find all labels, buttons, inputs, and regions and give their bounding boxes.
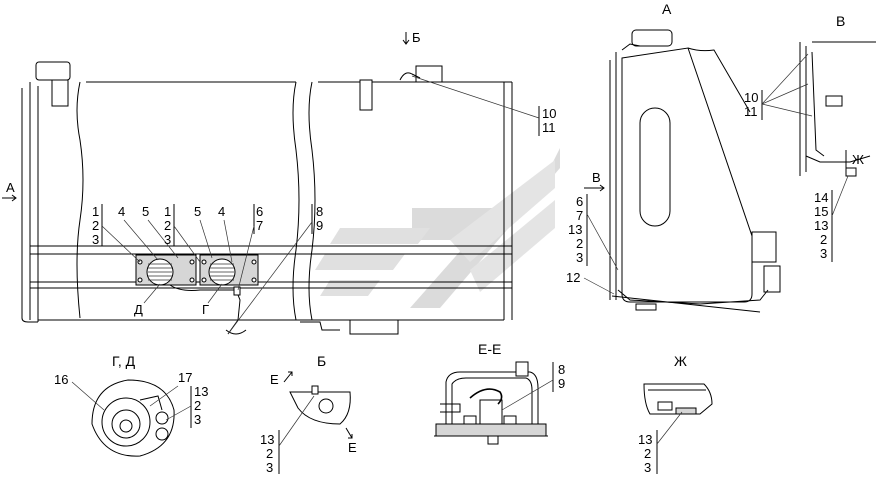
callout-main-5a: 5 <box>142 204 179 259</box>
svg-text:Ж: Ж <box>852 152 864 167</box>
callout-main-67: 6 7 <box>237 204 263 291</box>
view-arrow-b: Б <box>402 30 421 45</box>
svg-text:3: 3 <box>194 412 201 427</box>
svg-text:9: 9 <box>558 376 565 391</box>
bracket-detail-v <box>799 41 876 177</box>
callout-main-123-b: 1 2 3 <box>164 204 201 263</box>
svg-text:14: 14 <box>814 190 828 205</box>
svg-text:Е: Е <box>348 440 357 455</box>
callout-ee-stack: 8 9 <box>501 362 565 411</box>
callout-main-4b: 4 <box>218 204 233 263</box>
svg-text:2: 2 <box>820 232 827 247</box>
svg-text:13: 13 <box>194 384 208 399</box>
callout-main-1011: 10 11 <box>411 75 556 136</box>
svg-text:13: 13 <box>638 432 652 447</box>
watermark-logo <box>315 148 560 308</box>
svg-text:13: 13 <box>568 222 582 237</box>
level-sensor <box>415 65 443 83</box>
view-ee-title: Е-Е <box>478 341 501 357</box>
clamp-detail-zh <box>643 383 713 415</box>
view-zh-title: Ж <box>674 353 687 369</box>
svg-text:10: 10 <box>542 106 556 121</box>
svg-text:В: В <box>592 170 601 185</box>
svg-text:7: 7 <box>576 208 583 223</box>
svg-text:2: 2 <box>92 218 99 233</box>
svg-text:3: 3 <box>164 232 171 247</box>
marker-g: Г <box>202 302 209 317</box>
marker-zh: Ж <box>845 150 864 172</box>
callout-gd-16: 16 <box>54 372 105 411</box>
svg-text:5: 5 <box>142 204 149 219</box>
svg-text:5: 5 <box>194 204 201 219</box>
view-arrow-v: В <box>584 170 605 192</box>
view-b-title: Б <box>317 353 326 369</box>
svg-text:3: 3 <box>820 246 827 261</box>
callout-v-1011: 10 11 <box>744 53 813 120</box>
svg-text:17: 17 <box>178 370 192 385</box>
view-v-title: В <box>836 13 845 29</box>
callout-main-123-a: 1 2 3 <box>92 204 141 263</box>
svg-text:3: 3 <box>266 460 273 475</box>
section-mark-e-bottom: Е <box>345 427 357 455</box>
svg-text:Е: Е <box>270 372 279 387</box>
callout-zh-stack: 13 2 3 <box>638 411 683 475</box>
svg-text:9: 9 <box>316 218 323 233</box>
marker-d: Д <box>134 302 143 317</box>
section-mark-e-top: Е <box>270 371 293 387</box>
svg-text:11: 11 <box>744 104 758 119</box>
svg-text:6: 6 <box>576 194 583 209</box>
svg-text:7: 7 <box>256 218 263 233</box>
svg-text:2: 2 <box>576 236 583 251</box>
view-arrow-a: А <box>2 180 17 202</box>
svg-text:16: 16 <box>54 372 68 387</box>
svg-text:А: А <box>6 180 15 195</box>
sensor-box <box>751 231 777 263</box>
svg-text:8: 8 <box>316 204 323 219</box>
tank-side-view <box>21 61 513 335</box>
view-a-title: А <box>662 1 672 17</box>
svg-text:13: 13 <box>260 432 274 447</box>
callout-gd-stack: 17 13 2 3 <box>149 370 208 428</box>
callout-main-4a: 4 <box>118 204 159 261</box>
svg-text:2: 2 <box>266 446 273 461</box>
svg-text:1: 1 <box>164 204 171 219</box>
svg-text:11: 11 <box>542 120 556 135</box>
callout-b-stack: 13 2 3 <box>260 395 315 475</box>
view-gd-title: Г, Д <box>112 353 136 369</box>
callout-main-5b: 5 <box>194 204 213 259</box>
drain-detail-gd <box>91 379 175 457</box>
svg-text:13: 13 <box>814 218 828 233</box>
svg-text:2: 2 <box>164 218 171 233</box>
svg-text:4: 4 <box>218 204 225 219</box>
svg-text:8: 8 <box>558 362 565 377</box>
svg-text:1: 1 <box>92 204 99 219</box>
callout-a-12: 12 <box>566 270 615 295</box>
sensor-detail-b <box>289 385 351 425</box>
svg-text:3: 3 <box>576 250 583 265</box>
svg-text:Б: Б <box>412 30 421 45</box>
tank-end-view <box>609 29 781 313</box>
svg-text:15: 15 <box>814 204 828 219</box>
svg-text:12: 12 <box>566 270 580 285</box>
section-ee-detail <box>434 361 548 445</box>
svg-text:2: 2 <box>194 398 201 413</box>
svg-text:6: 6 <box>256 204 263 219</box>
svg-text:2: 2 <box>644 446 651 461</box>
svg-text:10: 10 <box>744 90 758 105</box>
svg-text:4: 4 <box>118 204 125 219</box>
filler-cap <box>35 61 71 81</box>
svg-text:3: 3 <box>92 232 99 247</box>
callout-main-89: 8 9 <box>227 204 323 335</box>
callout-a-stack: 6 7 13 2 3 <box>568 194 619 271</box>
svg-text:3: 3 <box>644 460 651 475</box>
callout-v-stack: 14 15 13 2 3 <box>814 175 849 262</box>
